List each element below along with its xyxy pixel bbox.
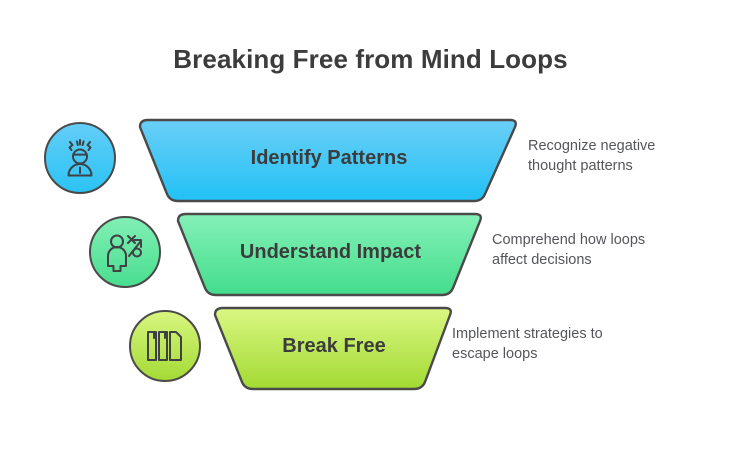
funnel-segment-label: Identify Patterns [250, 147, 408, 169]
funnel-diagram: Identify Patterns Recognize negative tho… [0, 118, 741, 394]
funnel-segment-shape [212, 306, 456, 391]
funnel-segment-description: Implement strategies to escape loops [452, 326, 603, 362]
funnel-segment-break-free[interactable]: Break Free [212, 306, 456, 391]
funnel-segment-shape [137, 118, 521, 203]
funnel-segment-label: Break Free [282, 335, 386, 357]
person-strategy-icon [107, 234, 142, 272]
funnel-stage-row: Break Free Implement strategies to escap… [0, 302, 741, 394]
funnel-segment-shape [175, 212, 486, 297]
funnel-stage-row: Understand Impact Comprehend how loops a… [0, 210, 741, 302]
funnel-segment-description: Comprehend how loops affect decisions [492, 232, 646, 268]
stage-icon-badge-break-free [129, 310, 201, 382]
stage-icon-badge-identify-patterns [44, 122, 116, 194]
funnel-segment-description: Recognize negative thought patterns [528, 138, 656, 174]
broken-bars-icon [147, 331, 182, 361]
funnel-stage-row: Identify Patterns Recognize negative tho… [0, 118, 741, 210]
funnel-segment-understand-impact[interactable]: Understand Impact [175, 212, 486, 297]
stage-icon-badge-understand-impact [89, 216, 161, 288]
funnel-segment-identify-patterns[interactable]: Identify Patterns [137, 118, 521, 203]
page-title: Breaking Free from Mind Loops [173, 44, 568, 74]
stressed-person-icon [67, 139, 93, 177]
funnel-segment-label: Understand Impact [239, 241, 422, 263]
